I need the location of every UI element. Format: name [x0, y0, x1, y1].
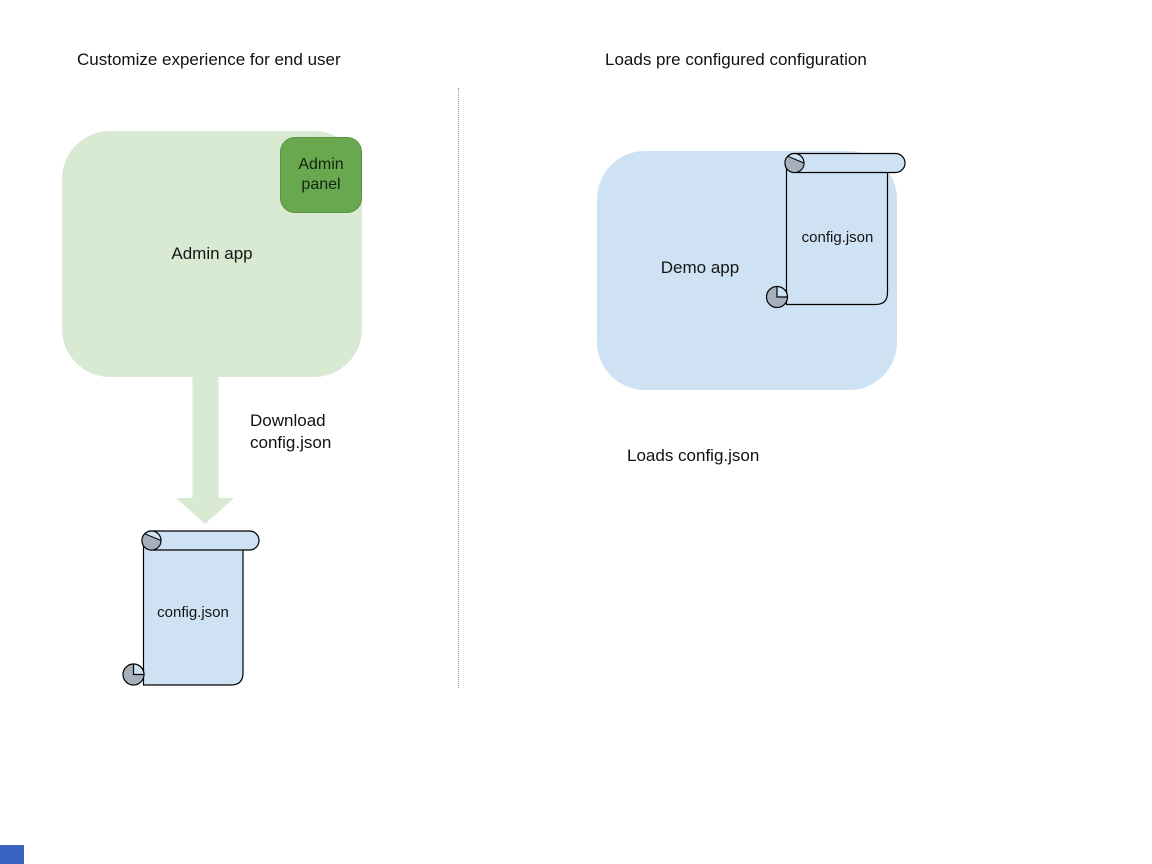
scroll-bottom-curl-notch: [132, 663, 145, 676]
demo-app-label: Demo app: [660, 258, 740, 277]
scroll-body: [142, 539, 244, 686]
admin-app-label: Admin app: [171, 244, 253, 263]
admin-panel-label-line2: panel: [301, 176, 341, 193]
corner-blue-square: [0, 845, 24, 864]
download-arrow-label: Download config.json: [250, 410, 331, 454]
left-section-title: Customize experience for end user: [77, 50, 341, 69]
loads-config-caption: Loads config.json: [627, 446, 760, 465]
right-section-title: Loads pre configured configuration: [605, 50, 867, 69]
config-json-scroll-left-label: config.json: [157, 604, 229, 621]
download-arrow-icon: [176, 377, 234, 524]
config-json-scroll-left: [122, 530, 260, 686]
config-json-scroll-right: [765, 152, 906, 309]
download-arrow-label-line2: config.json: [250, 433, 332, 452]
config-json-scroll-right-label: config.json: [801, 229, 874, 246]
admin-panel-box: Admin panel: [280, 137, 362, 213]
download-arrow-label-line1: Download: [250, 411, 326, 430]
scroll-top-roll-curl: [784, 155, 805, 174]
admin-panel-label-line1: Admin: [298, 156, 344, 173]
scroll-bottom-curl-notch: [776, 285, 789, 298]
scroll-body: [785, 162, 889, 306]
section-divider: [458, 88, 459, 688]
scroll-top-roll-curl: [141, 533, 162, 551]
